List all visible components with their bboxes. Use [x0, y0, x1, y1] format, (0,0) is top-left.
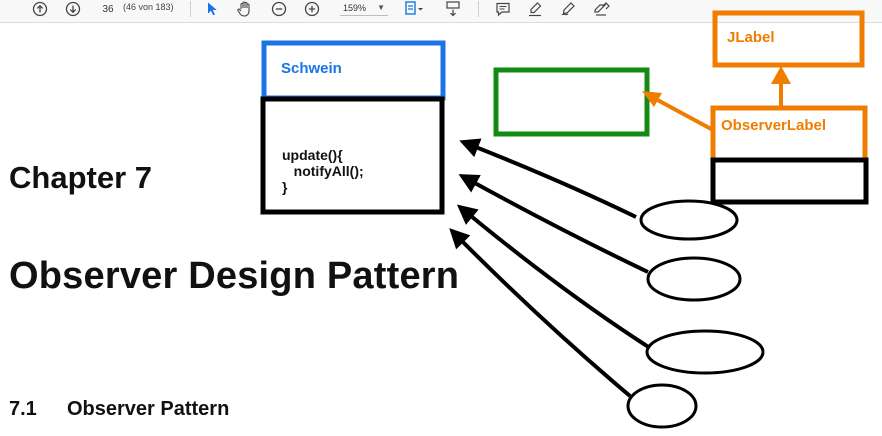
- observer-label-body: [710, 157, 869, 205]
- page-number-input[interactable]: 36: [102, 3, 114, 15]
- draw-icon[interactable]: [559, 0, 577, 18]
- observer-ellipse: [626, 383, 698, 429]
- observer-ellipse: [646, 256, 742, 302]
- observer-ellipse: [645, 329, 765, 375]
- page-count: (46 von 183): [123, 2, 174, 12]
- notify-arrow: [456, 204, 652, 350]
- zoom-in-icon[interactable]: [303, 0, 321, 18]
- comment-icon[interactable]: [494, 0, 512, 18]
- page-title: Observer Design Pattern: [9, 255, 460, 297]
- update-method-code: update(){ notifyAll(); }: [282, 147, 364, 195]
- page-up-icon[interactable]: [31, 0, 49, 18]
- jlabel-class-name: JLabel: [727, 29, 775, 46]
- zoom-select[interactable]: 159% ▼: [340, 1, 388, 16]
- pdf-toolbar: 36 (46 von 183) 159% ▼: [0, 0, 882, 23]
- toolbar-separator: [478, 1, 479, 17]
- schwein-class-name: Schwein: [281, 60, 342, 77]
- select-arrow-icon[interactable]: [204, 0, 220, 18]
- page-down-icon[interactable]: [64, 0, 82, 18]
- observer-label-header: [710, 105, 868, 163]
- notify-arrow: [449, 228, 632, 398]
- zoom-out-icon[interactable]: [270, 0, 288, 18]
- arrow-to-green-box: [642, 91, 714, 132]
- zoom-value: 159%: [343, 3, 367, 13]
- inherit-arrow-to-jlabel: [771, 66, 791, 106]
- hand-icon[interactable]: [235, 0, 255, 18]
- section-title: Observer Pattern: [67, 398, 230, 420]
- notify-arrow: [459, 138, 637, 219]
- highlight-icon[interactable]: [526, 0, 544, 18]
- notify-arrow: [458, 174, 649, 274]
- section-number: 7.1: [9, 398, 37, 420]
- chevron-down-icon: ▼: [377, 3, 385, 12]
- toolbar-separator: [190, 1, 191, 17]
- green-box: [493, 67, 650, 137]
- scroll-mode-icon[interactable]: [443, 0, 463, 18]
- fit-page-icon[interactable]: [402, 0, 428, 18]
- schwein-class-body: [260, 96, 445, 215]
- stamp-icon[interactable]: [592, 0, 612, 18]
- chapter-heading: Chapter 7: [9, 160, 152, 195]
- jlabel-box: [712, 10, 865, 68]
- observer-ellipse: [639, 199, 739, 241]
- observer-label-class-name: ObserverLabel: [721, 117, 827, 134]
